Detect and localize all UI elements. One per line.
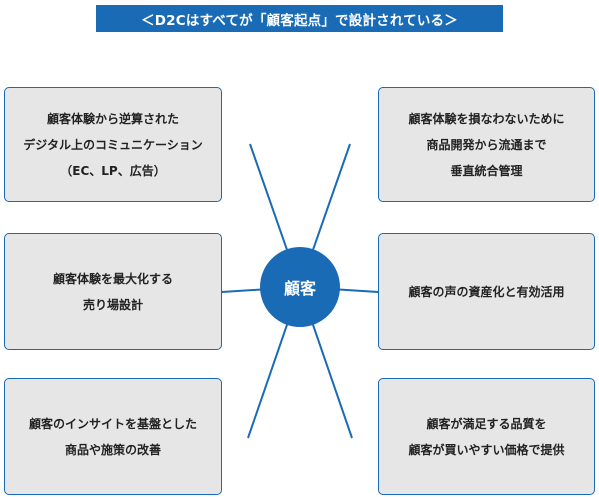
center-customer-circle: 顧客 xyxy=(260,247,340,327)
box-line: 顧客体験を損なわないために xyxy=(408,111,565,126)
box-line: デジタル上のコミュニケーション xyxy=(23,137,203,152)
box-line: 売り場設計 xyxy=(82,297,143,312)
box-line: 商品開発から流通まで xyxy=(426,137,547,152)
box-line: 顧客が買いやすい価格で提供 xyxy=(408,442,565,457)
box-line: 顧客の声の資産化と有効活用 xyxy=(408,284,565,299)
right-box-quality-price: 顧客が満足する品質を 顧客が買いやすい価格で提供 xyxy=(378,378,595,495)
right-box-vertical-integration: 顧客体験を損なわないために 商品開発から流通まで 垂直統合管理 xyxy=(378,87,595,202)
left-box-communication: 顧客体験から逆算された デジタル上のコミュニケーション （EC、LP、広告） xyxy=(4,87,222,202)
box-line: 顧客体験から逆算された xyxy=(46,111,179,126)
box-line: 商品や施策の改善 xyxy=(64,442,161,457)
right-box-customer-voice: 顧客の声の資産化と有効活用 xyxy=(378,233,595,350)
box-line: 顧客体験を最大化する xyxy=(52,271,173,286)
left-box-store-design: 顧客体験を最大化する 売り場設計 xyxy=(4,233,222,350)
left-box-insight-improvement: 顧客のインサイトを基盤とした 商品や施策の改善 xyxy=(4,378,222,495)
box-line: 顧客が満足する品質を xyxy=(426,416,547,431)
diagram-title: ＜D2Cはすべてが「顧客起点」で設計されている＞ xyxy=(96,5,503,32)
box-line: （EC、LP、広告） xyxy=(60,163,166,178)
box-line: 顧客のインサイトを基盤とした xyxy=(28,416,197,431)
box-line: 垂直統合管理 xyxy=(450,163,523,178)
